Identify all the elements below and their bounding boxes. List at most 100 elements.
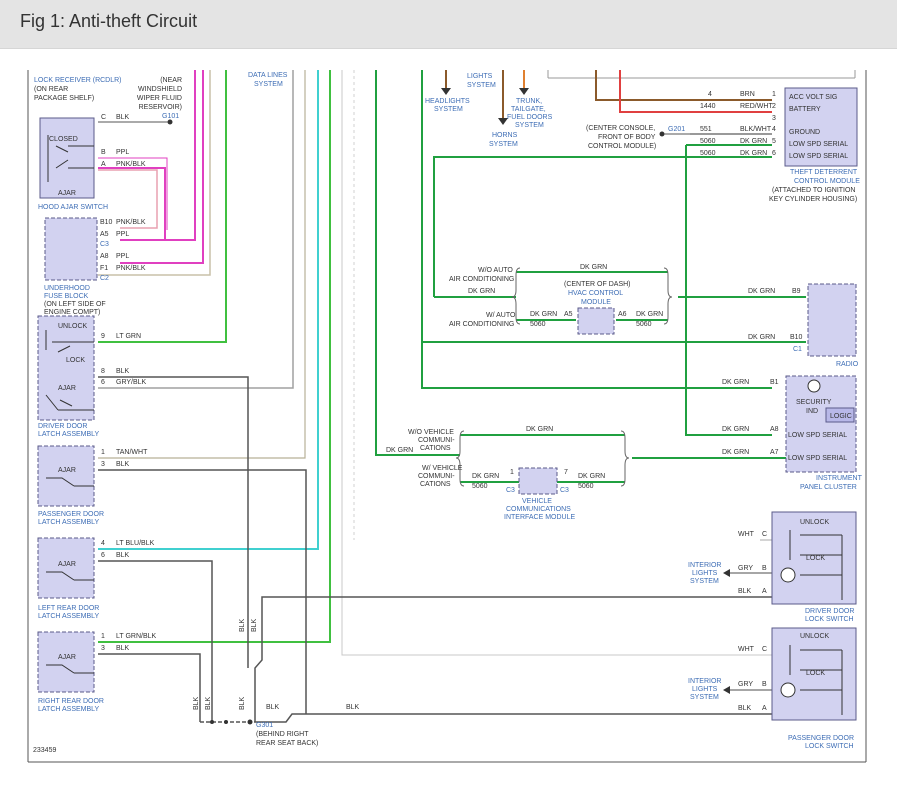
wire-lt-grn: [98, 70, 227, 343]
dlock-wire-b: GRY: [738, 565, 753, 572]
svg-text:6: 6: [772, 150, 776, 157]
wire-ppl: [98, 157, 168, 230]
label-driver-latch-2: LATCH ASSEMBLY: [38, 431, 100, 438]
label-trunk: TRUNK, TAILGATE, FUEL DOORS SYSTEM: [507, 98, 553, 129]
svg-text:PACKAGE SHELF): PACKAGE SHELF): [34, 95, 94, 102]
label-radio-b10: B10: [790, 334, 803, 341]
label-ipc-2: PANEL CLUSTER: [800, 484, 857, 491]
label-ipc-pin-2: LOW SPD SERIAL: [788, 455, 847, 462]
label-data-lines-2: SYSTEM: [254, 81, 283, 88]
plock-wire-b: GRY: [738, 681, 753, 688]
label-hvac-a5: A5: [564, 311, 573, 318]
blk-g301-left: BLK: [266, 704, 280, 711]
svg-text:(CENTER CONSOLE,: (CENTER CONSOLE,: [586, 125, 655, 132]
arrow-interior-2: [723, 686, 730, 694]
hood-switch-contacts: [47, 135, 94, 182]
led-icon-security: [807, 379, 821, 393]
label-vcim-c3-left: C3: [506, 487, 515, 494]
plock-pin-b: B: [762, 681, 767, 688]
label-dlock-2: LOCK SWITCH: [805, 616, 854, 623]
label-wo-vcim-2: COMMUNI-: [418, 437, 455, 444]
label-5060-vcim-left: 5060: [472, 483, 488, 490]
right-rear-door-latch: [37, 631, 95, 693]
rr-wire-3: BLK: [116, 645, 130, 652]
svg-text:DK GRN: DK GRN: [740, 150, 767, 157]
theft-deterrent-module: [784, 87, 858, 167]
svg-text:FUEL DOORS: FUEL DOORS: [507, 114, 553, 121]
svg-text:TRUNK,: TRUNK,: [516, 98, 542, 105]
label-vcim-pin-1: 1: [510, 469, 514, 476]
dlock-pin-c: C: [762, 531, 767, 538]
label-data-lines: DATA LINES: [248, 72, 288, 79]
label-wo-ac-1: W/O AUTO: [478, 267, 513, 274]
bracket-hvac-right: [663, 267, 673, 325]
label-wo-vcim-3: CATIONS: [420, 445, 451, 452]
svg-text:BATTERY: BATTERY: [789, 106, 821, 113]
plock-unlock: UNLOCK: [800, 633, 830, 640]
label-dkgrn-ipc-a7: DK GRN: [722, 449, 749, 456]
blk-vert-1: BLK: [239, 618, 246, 632]
svg-text:RED/WHT: RED/WHT: [740, 103, 773, 110]
hood-pin-a: A: [101, 161, 106, 168]
wire-tan: [98, 70, 211, 276]
lr-pin-4: 4: [101, 540, 105, 547]
logic-box: [825, 407, 855, 423]
figure-header: Fig 1: Anti-theft Circuit: [0, 0, 897, 49]
wire-pink-hood: [98, 167, 166, 240]
label-rr-latch-1: RIGHT REAR DOOR: [38, 698, 104, 705]
label-pass-latch-2: LATCH ASSEMBLY: [38, 519, 100, 526]
lr-wire-4: LT BLU/BLK: [116, 540, 155, 547]
driver-unlock: UNLOCK: [58, 323, 88, 330]
wire-blk-dlock: [254, 596, 772, 722]
label-g201: G201: [668, 126, 685, 133]
label-logic: LOGIC: [830, 413, 852, 420]
blk-vert-4: BLK: [205, 696, 212, 710]
hood-ajar-label: AJAR: [58, 190, 76, 197]
label-lights-2: SYSTEM: [467, 82, 496, 89]
fuse-wire-a5: PPL: [116, 231, 129, 238]
label-plock-2: LOCK SWITCH: [805, 743, 854, 750]
fuse-c2: C2: [100, 275, 109, 282]
label-wo-ac-2: AIR CONDITIONING: [449, 276, 514, 283]
arrow-horns: [498, 118, 508, 125]
label-pass-latch-1: PASSENGER DOOR: [38, 511, 104, 518]
fuse-pin-a5: A5: [100, 231, 109, 238]
label-g301-loc-1: (BEHIND RIGHT: [256, 731, 309, 738]
wire-dk-grn-c: [433, 156, 772, 297]
hood-closed-label: CLOSED: [49, 136, 78, 143]
ground-icon-g101: [167, 119, 173, 125]
hvac-control-module: [577, 307, 615, 335]
wire-tan-wht: [98, 70, 306, 459]
bracket-hvac-left: [511, 267, 521, 325]
label-ipc-1: INSTRUMENT: [816, 475, 863, 482]
svg-text:WIPER FLUID: WIPER FLUID: [137, 95, 182, 102]
label-lr-latch-1: LEFT REAR DOOR: [38, 605, 99, 612]
svg-text:SYSTEM: SYSTEM: [515, 122, 544, 129]
ground-icon-g201: [659, 131, 665, 137]
svg-text:BLK/WHT: BLK/WHT: [740, 126, 772, 133]
label-ipc-b1: B1: [770, 379, 779, 386]
fuse-pin-a8: A8: [100, 253, 109, 260]
svg-text:1440: 1440: [700, 103, 716, 110]
label-ipc-a7: A7: [770, 449, 779, 456]
label-g301: G301: [256, 722, 273, 729]
label-dkgrn-vcim-left-bus: DK GRN: [386, 447, 413, 454]
dlock-unlock: UNLOCK: [800, 519, 830, 526]
label-dkgrn-hvac-w-left: DK GRN: [530, 311, 557, 318]
wire-blk-lr: [98, 560, 213, 722]
svg-text:RESERVOIR): RESERVOIR): [139, 104, 182, 111]
svg-text:551: 551: [700, 126, 712, 133]
driver-wire-8: BLK: [116, 368, 130, 375]
blk-vert-2: BLK: [251, 618, 258, 632]
label-ipc-pin-1: LOW SPD SERIAL: [788, 432, 847, 439]
rr-wire-1: LT GRN/BLK: [116, 633, 157, 640]
wire-gray-long: [341, 70, 772, 656]
splice-dot-2: [224, 720, 228, 724]
label-interior-2b: LIGHTS: [692, 686, 718, 693]
label-near-washer: (NEAR WINDSHIELD WIPER FLUID RESERVOIR): [137, 77, 182, 111]
label-headlights-2: SYSTEM: [434, 106, 463, 113]
label-hvac-2: HVAC CONTROL: [568, 290, 623, 297]
label-5060-hvac-left: 5060: [530, 321, 546, 328]
label-dkgrn-hvac-left: DK GRN: [468, 288, 495, 295]
